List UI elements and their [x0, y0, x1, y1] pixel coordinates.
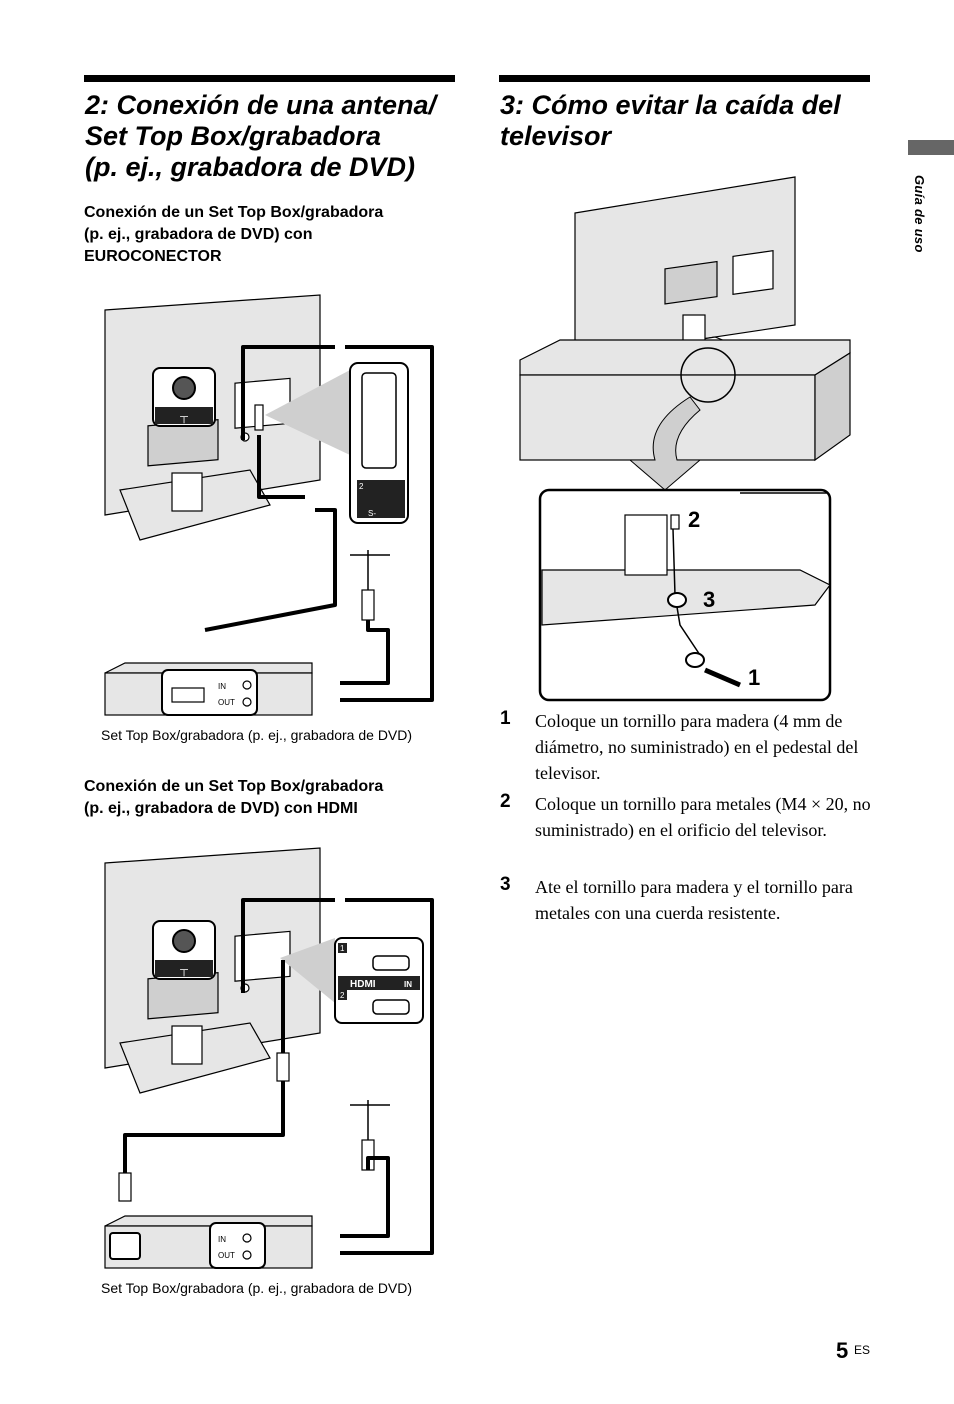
- hdmi-tv-connector-area: [234, 930, 291, 982]
- aerial-cable: [340, 620, 390, 685]
- hdmi-tv-stand-neck: [171, 1025, 203, 1065]
- aerial-plug: [361, 589, 375, 621]
- hdmi-port2-badge: [338, 990, 347, 1000]
- section2-top-rule: [84, 75, 455, 82]
- diagram-number-3: 3: [703, 587, 715, 612]
- step-1-number: 1: [500, 708, 511, 729]
- step-2-text: Coloque un tornillo para metales (M4 × 2…: [535, 794, 871, 840]
- hdmi-cable-recorder: [123, 1081, 285, 1173]
- hdmi-logo-bar: [338, 976, 420, 990]
- section3-title-line1: 3: Cómo evitar la caída del: [500, 90, 841, 120]
- section2-title-line3: (p. ej., grabadora de DVD): [85, 152, 416, 182]
- hdmi-recorder-in-label: IN: [218, 1235, 226, 1244]
- tv-back-plate: [664, 260, 718, 305]
- hdmi-plug-recorder: [118, 1172, 132, 1202]
- zoom-arrow: [628, 396, 702, 491]
- recorder-in-label: IN: [218, 682, 226, 691]
- scart-cable-tv: [257, 435, 305, 499]
- detail-stand-neck: [624, 514, 668, 576]
- hdmi-zoom-beam: [280, 938, 335, 1003]
- hdmi-recorder-out-jack: [242, 1250, 252, 1260]
- tv-fall-prevention-diagram: 2 3 1: [519, 176, 851, 702]
- cord-loop-top: [667, 592, 687, 608]
- scart-socket: [361, 372, 397, 469]
- antenna-zoom-label-bar: [155, 407, 213, 424]
- page-language: ES: [854, 1343, 871, 1357]
- section3-title: 3: Cómo evitar la caída del televisor: [500, 90, 870, 152]
- antenna-symbol: ┬: [179, 411, 188, 424]
- hdmi-recorder-port: [109, 1232, 141, 1260]
- hdmi-port2: [372, 999, 410, 1015]
- hdmi-port1-number: 1: [340, 944, 345, 953]
- hdmi-antenna-symbol: ┬: [179, 964, 188, 977]
- recorder-scart-jack: [171, 687, 205, 703]
- step-2-number: 2: [500, 791, 511, 812]
- scart-cable-recorder: [204, 508, 337, 632]
- diagram-number-1: 1: [748, 665, 760, 690]
- cord-loop-bottom: [685, 652, 705, 668]
- step-1-text: Coloque un tornillo para madera (4 mm de…: [535, 711, 859, 783]
- section2-title-line1: 2: Conexión de una antena/: [85, 90, 437, 120]
- side-tab-label: Guía de uso: [912, 175, 927, 253]
- scart-zoom-beam: [265, 370, 350, 455]
- hdmi-heading: Conexión de un Set Top Box/grabadora (p.…: [84, 776, 454, 820]
- hdmi-antenna-zoom-label-bar: [155, 960, 213, 977]
- hdmi-aerial-cable: [340, 1156, 390, 1238]
- recorder-out-jack: [242, 697, 252, 707]
- hdmi-heading-line1: Conexión de un Set Top Box/grabadora: [84, 778, 384, 795]
- tv-scart-jack: [254, 404, 264, 431]
- recorder-in-jack: [242, 680, 252, 690]
- hdmi-recorder-panel: [209, 1222, 266, 1269]
- step-2: 2 Coloque un tornillo para metales (M4 ×…: [500, 791, 872, 871]
- hdmi-connection-diagram: ┬ 1 HDMI IN 2 IN OUT: [104, 847, 434, 1269]
- step-3: 3 Ate el tornillo para madera y el torni…: [500, 874, 872, 930]
- section2-title-line2: Set Top Box/grabadora: [85, 121, 382, 151]
- tv-stand-neck: [171, 472, 203, 512]
- hdmi-diagram-caption: Set Top Box/grabadora (p. ej., grabadora…: [101, 1280, 413, 1296]
- scart-label-bar: [357, 480, 405, 518]
- antenna-cable-out: [340, 345, 434, 702]
- hdmi-port1: [372, 955, 410, 971]
- hdmi-recorder-out-label: OUT: [218, 1251, 235, 1260]
- section3-title-line2: televisor: [500, 121, 612, 151]
- scart-heading-line3: EUROCONECTOR: [84, 248, 222, 265]
- hdmi-antenna-cable-out: [340, 898, 434, 1255]
- recorder-out-label: OUT: [218, 698, 235, 707]
- hdmi-recorder-in-jack: [242, 1233, 252, 1243]
- antenna-cable-tv: [241, 345, 335, 440]
- hdmi-antenna-zoom-jack: [172, 929, 196, 953]
- wood-screw: [704, 667, 741, 688]
- svideo-label: S-: [368, 509, 376, 518]
- fastening-cord: [672, 528, 701, 656]
- scart-port-number: 2: [359, 482, 364, 491]
- section2-title: 2: Conexión de una antena/ Set Top Box/g…: [85, 90, 455, 183]
- hdmi-logo: HDMI: [350, 979, 376, 990]
- zoom-circle: [680, 347, 736, 403]
- recorder-panel: [161, 669, 258, 716]
- scart-heading: Conexión de un Set Top Box/grabadora (p.…: [84, 202, 454, 268]
- hdmi-in-label: IN: [404, 980, 412, 989]
- scart-connection-diagram: ┬ 2 S- IN OUT: [104, 294, 434, 716]
- page-number: 5: [836, 1338, 849, 1363]
- hdmi-heading-line2: (p. ej., grabadora de DVD) con HDMI: [84, 800, 358, 817]
- hdmi-antenna-cable-tv: [241, 898, 335, 993]
- antenna-zoom-jack: [172, 376, 196, 400]
- side-tab-marker: [908, 140, 954, 155]
- scart-heading-line1: Conexión de un Set Top Box/grabadora: [84, 204, 384, 221]
- hdmi-plug-tv: [276, 1052, 290, 1082]
- step-3-text: Ate el tornillo para madera y el tornill…: [535, 877, 853, 923]
- step-3-number: 3: [500, 874, 511, 895]
- rack-top: [519, 339, 851, 376]
- step-1: 1 Coloque un tornillo para madera (4 mm …: [500, 708, 872, 788]
- hdmi-recorder-top: [104, 1215, 313, 1227]
- section3-top-rule: [499, 75, 870, 82]
- diagram-number-2: 2: [688, 507, 700, 532]
- hdmi-port2-number: 2: [340, 991, 345, 1000]
- scart-diagram-caption: Set Top Box/grabadora (p. ej., grabadora…: [101, 727, 413, 743]
- rack-side: [814, 351, 851, 462]
- metal-screw: [670, 514, 680, 530]
- tv-back-vent: [732, 250, 774, 296]
- scart-heading-line2: (p. ej., grabadora de DVD) con: [84, 226, 313, 243]
- hdmi-port1-badge: [338, 943, 347, 953]
